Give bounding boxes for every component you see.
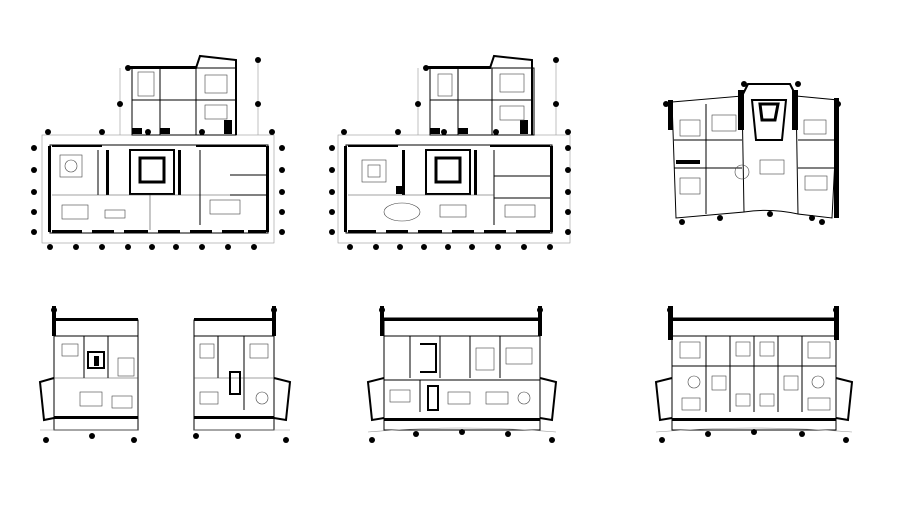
- plan-b: [329, 54, 571, 250]
- plan-e: [193, 306, 292, 443]
- plan-g: [654, 306, 854, 443]
- plan-f: [366, 306, 558, 443]
- plan-d: [38, 306, 139, 443]
- plan-a: [31, 54, 285, 250]
- plan-c: [663, 81, 841, 225]
